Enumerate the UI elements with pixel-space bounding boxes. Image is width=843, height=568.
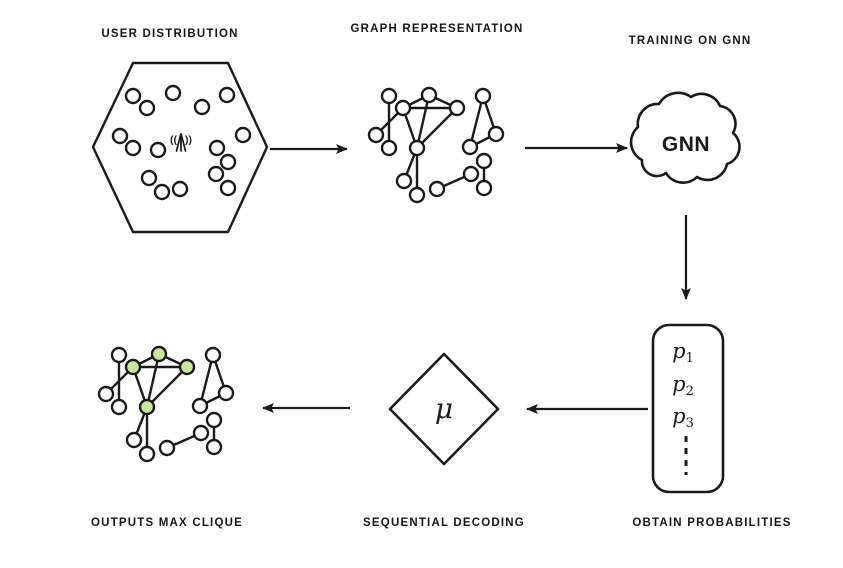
- gnn-cloud: GNN: [629, 91, 741, 184]
- graph-node: [461, 138, 479, 156]
- cloud-shape: [629, 91, 741, 184]
- user-dot: [208, 139, 226, 157]
- caption-outputs-max-clique: OUTPUTS MAX CLIQUE: [91, 517, 243, 529]
- graph-node: [395, 172, 413, 190]
- user-dot: [171, 180, 189, 198]
- clique-node: [150, 345, 168, 363]
- graph-node: [110, 346, 128, 364]
- user-dot: [124, 87, 142, 105]
- probability-value: p1: [672, 339, 694, 366]
- probability-values-group: p1 p2 p3: [672, 339, 694, 431]
- graph-edge: [145, 365, 189, 409]
- graph-node: [448, 99, 466, 117]
- user-dot: [219, 179, 237, 197]
- graph-edge: [468, 94, 485, 149]
- caption-obtain-probabilities: OBTAIN PROBABILITIES: [632, 517, 792, 529]
- user-dot: [140, 169, 158, 187]
- graph-node: [380, 139, 398, 157]
- clique-node: [138, 398, 156, 416]
- graph-node: [420, 86, 438, 104]
- graph-node: [408, 139, 426, 157]
- gnn-cloud-label: GNN: [662, 133, 710, 156]
- graph-node: [487, 125, 505, 143]
- user-dots-group: [111, 84, 252, 201]
- graph-node: [475, 179, 493, 197]
- graph-node: [110, 398, 128, 416]
- caption-training-on-gnn: TRAINING ON GNN: [628, 35, 752, 47]
- graph-node: [192, 424, 210, 442]
- user-dot: [193, 98, 211, 116]
- mu-label: μ: [435, 392, 453, 425]
- probability-value: p3: [672, 404, 694, 431]
- graph-node: [138, 445, 156, 463]
- user-dot: [218, 86, 236, 104]
- antenna-icon: (( )): [170, 133, 192, 152]
- user-dot: [138, 99, 156, 117]
- clique-node: [124, 358, 142, 376]
- decoding-diamond: μ: [388, 352, 500, 466]
- caption-graph-representation: GRAPH REPRESENTATION: [350, 23, 524, 35]
- graph-node: [380, 87, 398, 105]
- graph-edge: [198, 353, 215, 408]
- graph-node: [462, 165, 480, 183]
- outputs-max-clique-drawing: [97, 345, 235, 463]
- graph-node: [205, 438, 223, 456]
- user-dot: [207, 165, 225, 183]
- graph-edge: [145, 352, 161, 409]
- cell-hexagon-shape: [91, 61, 269, 234]
- diamond-shape: [388, 352, 500, 466]
- graph-node: [367, 126, 385, 144]
- graph-node: [394, 99, 412, 117]
- user-dot: [164, 84, 182, 102]
- flow-arrows-group: [262, 143, 691, 414]
- graph-node: [475, 152, 493, 170]
- graph-edge: [415, 93, 431, 150]
- graph-node: [204, 346, 222, 364]
- graph-node: [191, 397, 209, 415]
- probabilities-box: p1 p2 p3: [651, 323, 725, 494]
- graph-node: [158, 439, 176, 457]
- antenna-left-waves: ((: [170, 134, 177, 146]
- graph-node: [205, 411, 223, 429]
- antenna-right-waves: )): [185, 134, 192, 146]
- user-dot: [219, 153, 237, 171]
- graph-node: [428, 180, 446, 198]
- probability-value: p2: [672, 372, 694, 399]
- user-dot: [153, 183, 171, 201]
- graph-node: [125, 431, 143, 449]
- caption-user-distribution: USER DISTRIBUTION: [101, 28, 239, 40]
- user-dot: [234, 126, 252, 144]
- graph-representation-drawing: [367, 86, 505, 204]
- graph-node: [474, 87, 492, 105]
- caption-sequential-decoding: SEQUENTIAL DECODING: [363, 517, 525, 529]
- user-dot: [124, 139, 142, 157]
- clique-node: [178, 358, 196, 376]
- user-dot: [149, 141, 167, 159]
- graph-edge: [415, 106, 459, 150]
- graph-node: [97, 385, 115, 403]
- probabilities-box-shape: [651, 323, 725, 494]
- graph-node: [408, 186, 426, 204]
- graph-node: [217, 384, 235, 402]
- user-dot: [111, 127, 129, 145]
